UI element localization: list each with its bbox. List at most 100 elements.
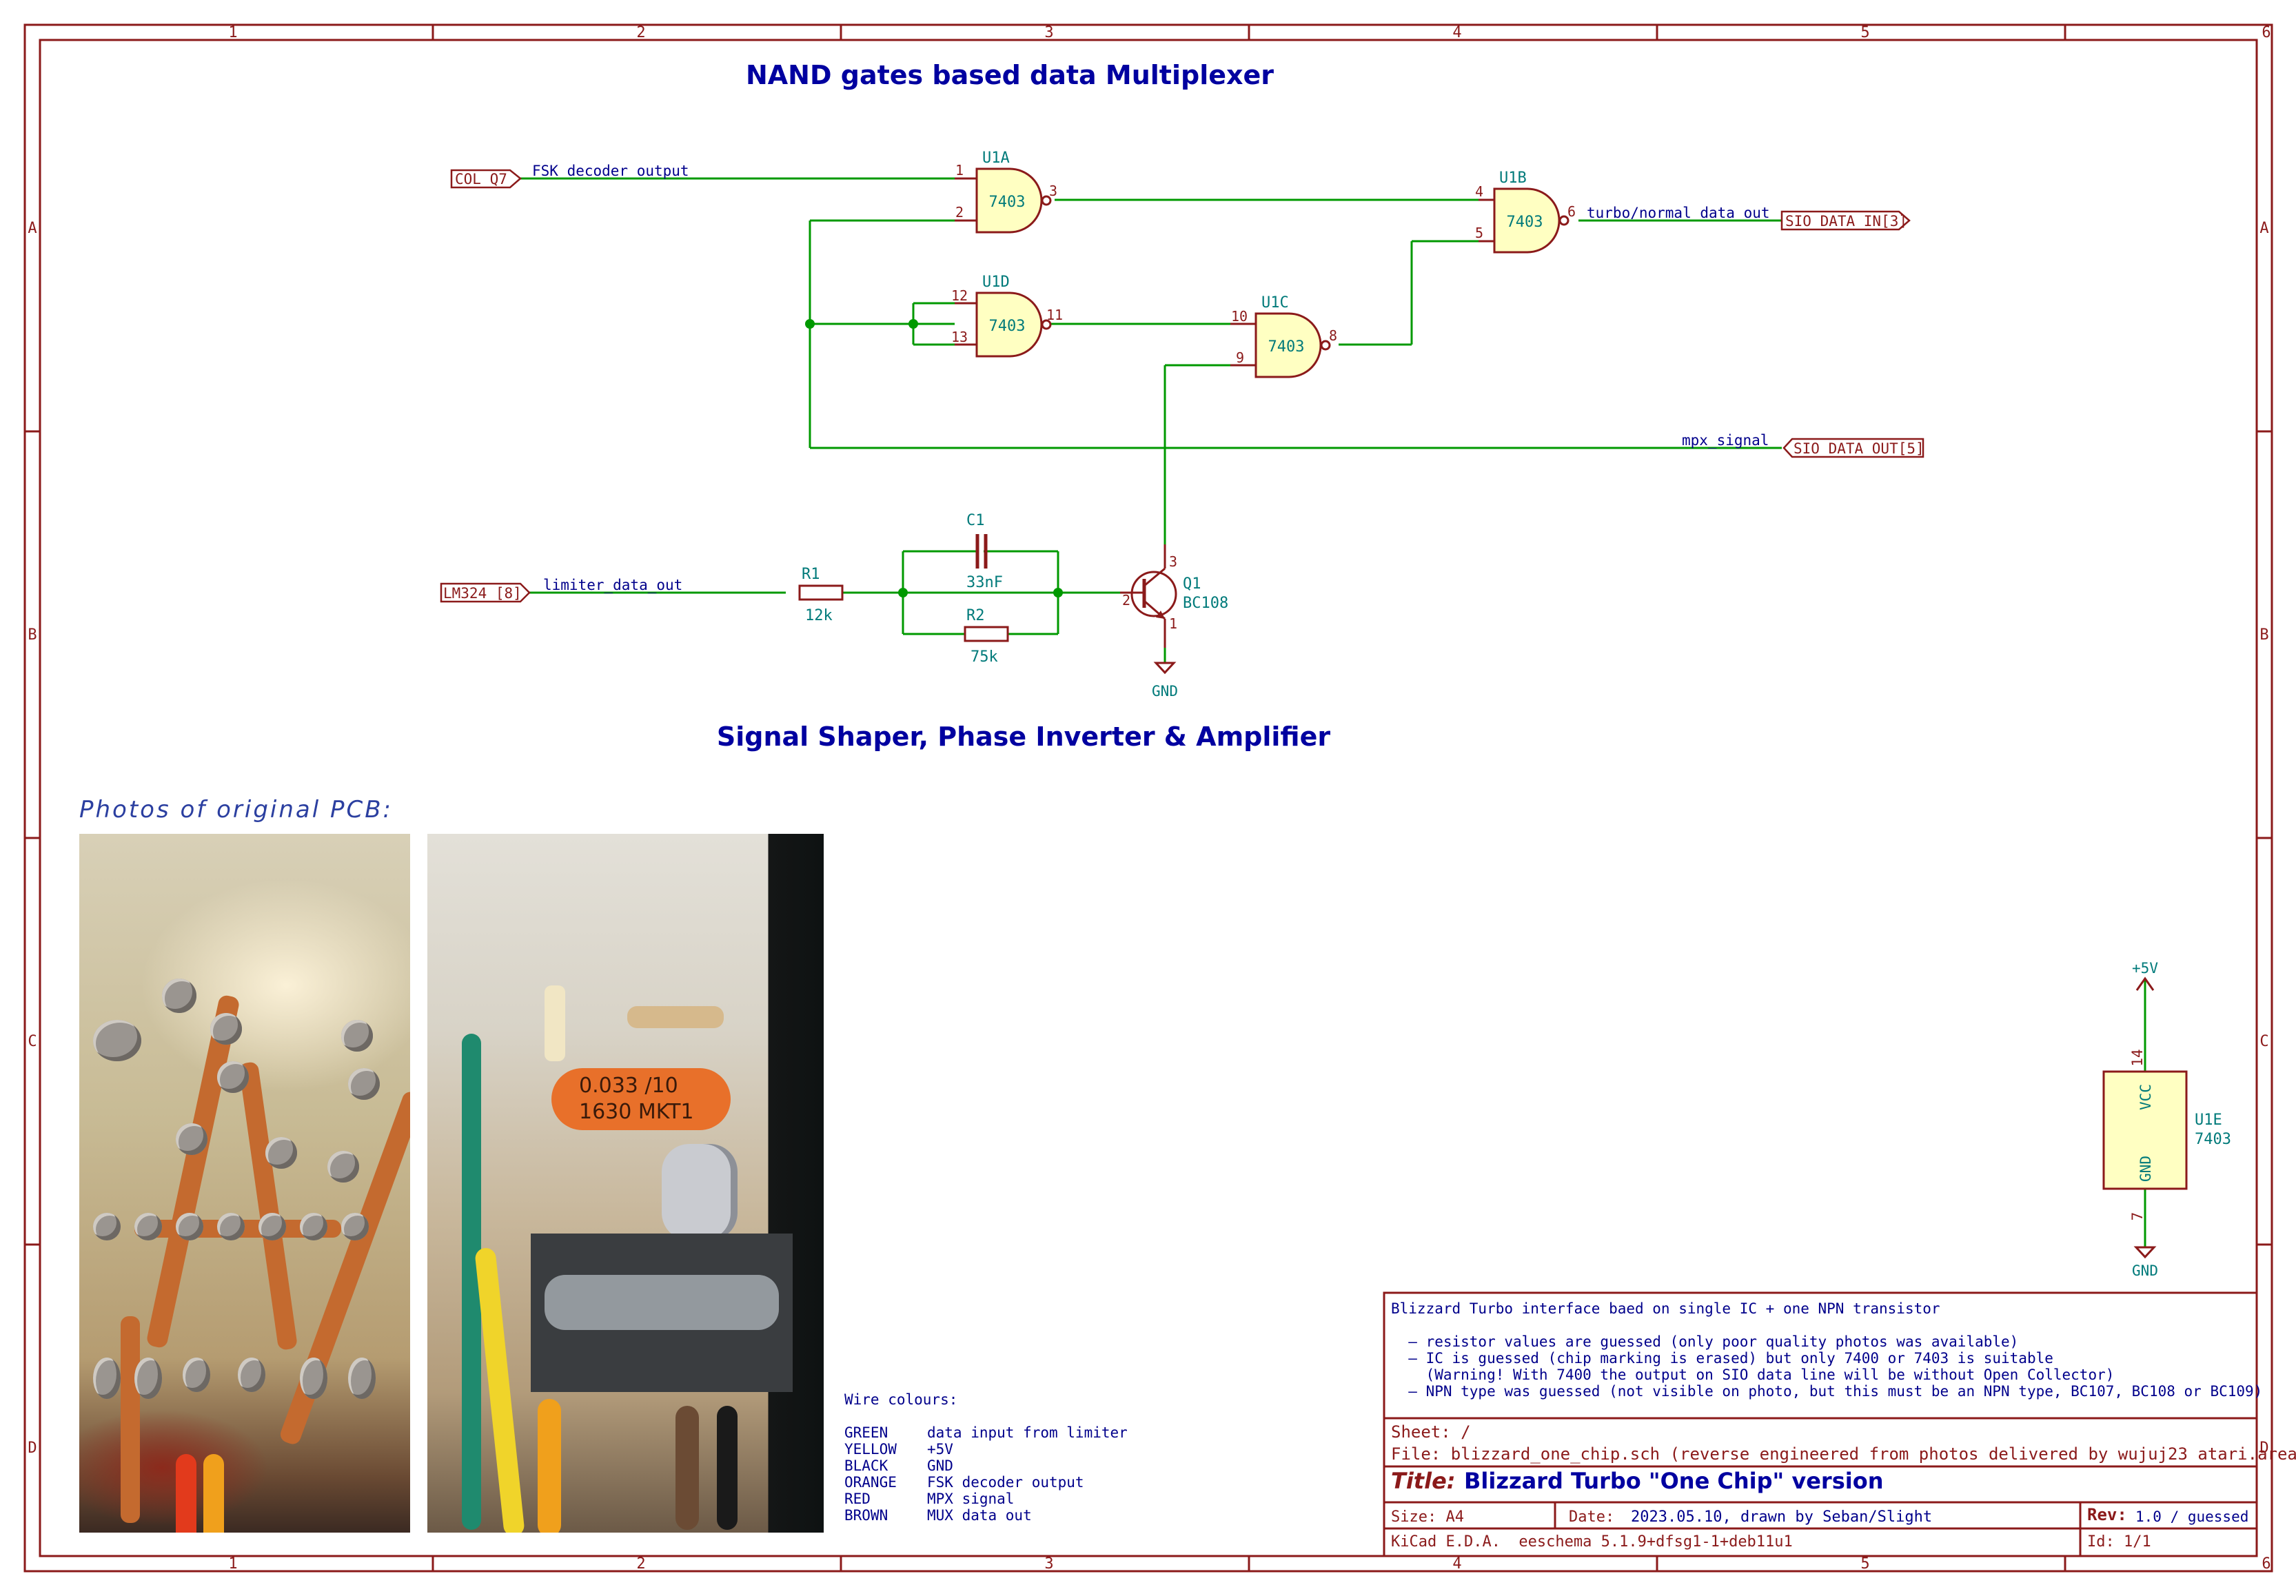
sheet-field: Sheet: / <box>1391 1422 1471 1442</box>
heading-photos: Photos of original PCB: <box>79 796 393 823</box>
ref: Q1 <box>1183 575 1201 593</box>
solder-pad <box>134 1213 162 1240</box>
rev-label: Rev: <box>2087 1505 2127 1524</box>
row-label: C <box>28 1033 37 1050</box>
value: 7403 <box>2195 1131 2231 1148</box>
solder-pad <box>210 1013 242 1045</box>
title-label: Title: <box>1391 1468 1456 1494</box>
legend-desc: MPX signal <box>927 1491 1014 1507</box>
wire-colours-legend: Wire colours: GREEN data input from limi… <box>844 1391 1128 1524</box>
pin-number: 9 <box>1236 349 1244 366</box>
legend-desc: GND <box>927 1457 953 1474</box>
gate-ref: U1A <box>982 150 1010 167</box>
gate-value: 7403 <box>1268 338 1305 356</box>
solder-pad <box>217 1061 249 1093</box>
legend-desc: MUX data out <box>927 1507 1032 1524</box>
col-label: 2 <box>636 1555 645 1573</box>
value: BC108 <box>1183 595 1228 612</box>
pin-number: 3 <box>1169 553 1177 570</box>
date-label: Date: <box>1569 1508 1614 1526</box>
sheet-frame <box>23 23 2273 1573</box>
title-block: Blizzard Turbo interface baed on single … <box>1383 1291 2296 1557</box>
solder-pad <box>176 1123 207 1155</box>
label-col-q7: COL_Q7 <box>450 169 522 189</box>
solder-pad <box>134 1358 162 1399</box>
pin-number: 2 <box>955 204 964 221</box>
row-label: D <box>28 1440 37 1457</box>
capacitor-marking-1: 0.033 /10 <box>579 1074 678 1098</box>
value: 75k <box>971 648 998 666</box>
solder-pad <box>341 1020 373 1052</box>
pin-number: 3 <box>1049 183 1057 199</box>
brown-wire <box>675 1406 699 1530</box>
legend-color: BLACK <box>844 1457 888 1474</box>
col-label: 6 <box>2262 1555 2270 1573</box>
solder-pad <box>300 1358 327 1399</box>
orange-wire <box>538 1399 561 1533</box>
gate-value: 7403 <box>1507 214 1543 231</box>
power-unit-u1e: +5V GND 14 7 VCC GND U1E 7403 <box>2102 960 2231 1279</box>
pin-number: 1 <box>955 162 964 178</box>
label-sio-data-out: SIO_DATA_OUT[5] <box>1782 438 1924 458</box>
note-line: – NPN type was guessed (not visible on p… <box>1391 1383 2262 1400</box>
col-label: 2 <box>636 24 645 41</box>
label-lm324: LM324_[8] <box>440 582 531 603</box>
pin-name: GND <box>2137 1156 2154 1182</box>
col-label: 5 <box>1860 24 1869 41</box>
solder-pad <box>183 1358 210 1392</box>
col-label: 1 <box>228 1555 237 1573</box>
resistor-body <box>545 985 565 1061</box>
pin-number: 4 <box>1475 183 1483 200</box>
capacitor-c1: C1 33nF <box>965 512 1003 591</box>
solder-pad <box>348 1358 376 1399</box>
net-limiter: limiter_data_out <box>543 577 682 593</box>
legend-color: GREEN <box>844 1424 888 1441</box>
row-label: A <box>28 220 37 237</box>
legend-color: YELLOW <box>844 1441 897 1457</box>
solder-pad <box>217 1213 245 1240</box>
size-field: Size: A4 <box>1391 1508 1464 1526</box>
legend-color: ORANGE <box>844 1474 897 1491</box>
value: 33nF <box>966 574 1003 591</box>
solder-pad <box>258 1213 286 1240</box>
net-fsk: FSK decoder output <box>532 163 689 179</box>
file-field: File: blizzard_one_chip.sch (reverse eng… <box>1391 1444 2296 1464</box>
legend-desc: +5V <box>927 1441 953 1457</box>
pcb-photo-solder-side <box>79 834 410 1533</box>
row-label: B <box>28 626 37 644</box>
solder-pad <box>93 1213 121 1240</box>
pin-number: 10 <box>1231 308 1248 325</box>
solder-pad <box>93 1020 141 1061</box>
pcb-photo-component-side: 0.033 /10 1630 MKT1 <box>427 834 824 1533</box>
resistor-body <box>627 1006 724 1028</box>
solder-pad <box>93 1358 121 1399</box>
row-label: A <box>2259 220 2268 237</box>
label-text: SIO_DATA_OUT[5] <box>1794 440 1924 457</box>
col-label: 4 <box>1452 1555 1461 1573</box>
row-label: D <box>2259 1440 2268 1457</box>
pin-number: 1 <box>1169 615 1177 632</box>
value: 12k <box>805 607 833 624</box>
pin-number: 2 <box>1122 592 1130 608</box>
solder-pad <box>162 979 196 1013</box>
note-line: (Warning! With 7400 the output on SIO da… <box>1391 1367 2114 1383</box>
row-label: B <box>2259 626 2268 644</box>
legend-desc: FSK decoder output <box>927 1474 1084 1491</box>
wires <box>520 177 2146 1247</box>
gate-ref: U1C <box>1261 294 1289 311</box>
label-text: COL_Q7 <box>455 171 507 187</box>
label-sio-data-in: SIO_DATA_IN[3] <box>1780 210 1911 231</box>
gate-ref: U1B <box>1499 170 1527 187</box>
gnd-label: GND <box>1152 683 1178 699</box>
col-label: 3 <box>1044 1555 1053 1573</box>
solder-pad <box>238 1358 265 1392</box>
pin-number: 8 <box>1329 327 1337 344</box>
capacitor-body: 0.033 /10 1630 MKT1 <box>551 1068 731 1130</box>
label-text: LM324_[8] <box>443 585 522 602</box>
supply-label: +5V <box>2132 960 2158 976</box>
ref: C1 <box>966 512 985 529</box>
resistor-r1: R1 12k <box>798 566 844 624</box>
ref: R1 <box>802 566 820 583</box>
col-label: 3 <box>1044 24 1053 41</box>
